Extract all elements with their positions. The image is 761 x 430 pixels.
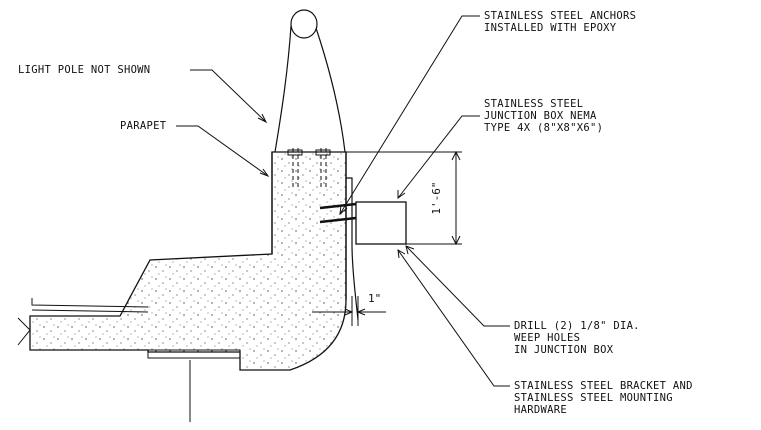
label-bracket-line-1: STAINLESS STEEL BRACKET AND [514, 380, 693, 392]
label-bracket: STAINLESS STEEL BRACKET AND STAINLESS ST… [514, 380, 693, 416]
label-weep-holes-line-1: DRILL (2) 1/8" DIA. [514, 320, 640, 332]
parapet-outline [29, 151, 347, 371]
label-anchors-line-1: STAINLESS STEEL ANCHORS [484, 10, 637, 22]
dimension-offset [312, 296, 386, 326]
label-junction-box-line-2: JUNCTION BOX NEMA [484, 110, 597, 122]
label-parapet: PARAPET [120, 120, 167, 132]
mounting-bracket [346, 177, 359, 321]
dimension-box-height-label: 1'-6" [430, 181, 443, 214]
bearing-pad [147, 349, 241, 359]
label-junction-box-line-1: STAINLESS STEEL [484, 98, 584, 110]
side-anchors [319, 202, 357, 224]
label-junction-box-line-3: TYPE 4X (8"X8"X6") [484, 122, 604, 134]
slab-edge [17, 298, 149, 346]
label-anchors-line-2: INSTALLED WITH EPOXY [484, 22, 617, 34]
label-bracket-line-2: STAINLESS STEEL MOUNTING [514, 392, 673, 404]
label-weep-holes: DRILL (2) 1/8" DIA. WEEP HOLES IN JUNCTI… [514, 320, 640, 356]
label-anchors: STAINLESS STEEL ANCHORS INSTALLED WITH E… [484, 10, 636, 34]
leader-lines [176, 15, 510, 387]
label-weep-holes-line-3: IN JUNCTION BOX [514, 344, 614, 356]
light-pole-fixture [274, 9, 346, 153]
dimension-box-height [346, 150, 462, 246]
dimension-offset-label: 1" [368, 292, 381, 305]
anchor-bolts [287, 148, 331, 188]
label-bracket-line-3: HARDWARE [514, 404, 567, 416]
junction-box [355, 201, 407, 245]
label-junction-box: STAINLESS STEEL JUNCTION BOX NEMA TYPE 4… [484, 98, 603, 134]
label-light-pole: LIGHT POLE NOT SHOWN [18, 64, 151, 76]
label-weep-holes-line-2: WEEP HOLES [514, 332, 581, 344]
